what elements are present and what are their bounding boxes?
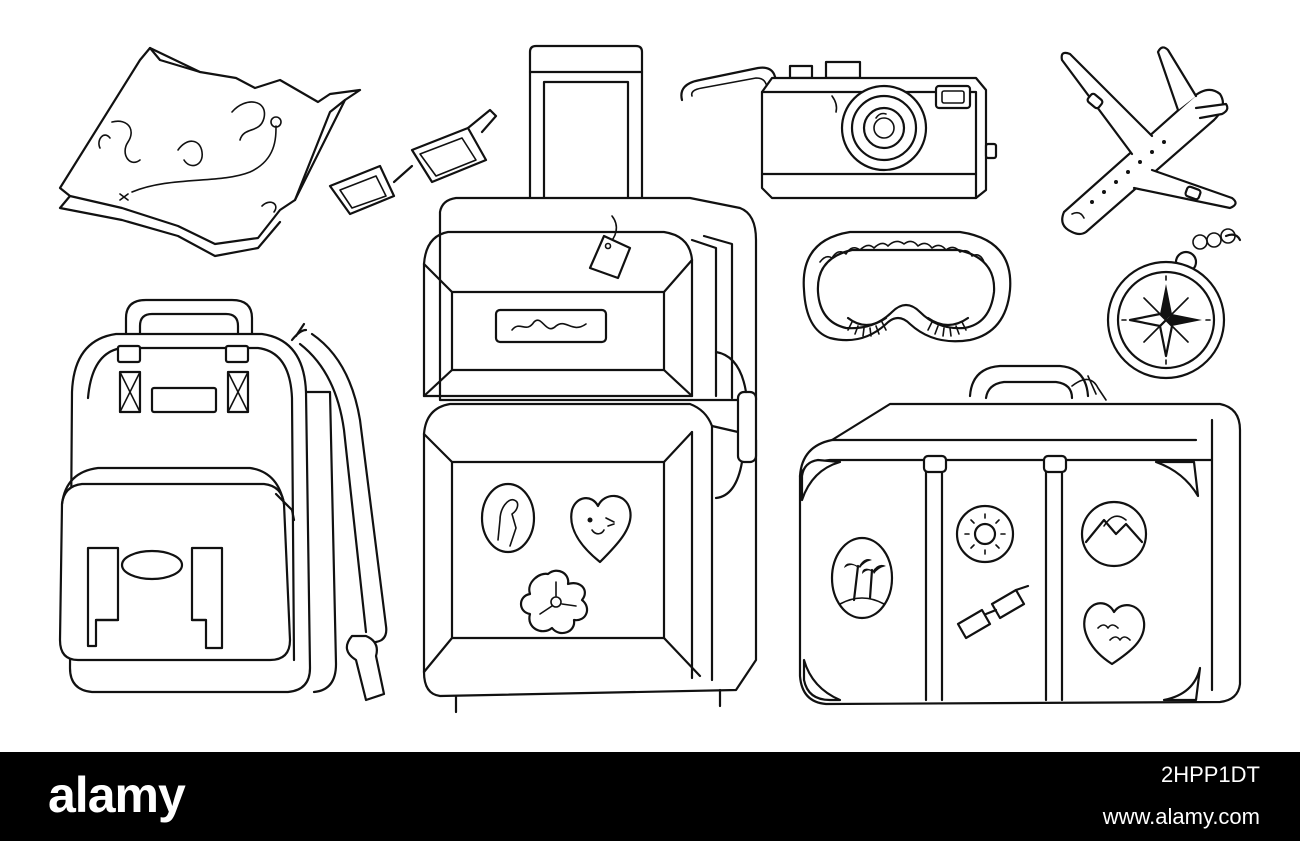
camera-icon xyxy=(681,62,996,198)
image-id: 2HPP1DT xyxy=(1160,762,1260,787)
watermark-bar: alamy 2HPP1DT www.alamy.com xyxy=(0,752,1300,841)
suitcase-icon xyxy=(800,366,1240,704)
glasses-icon xyxy=(330,110,496,214)
airplane-icon xyxy=(1062,47,1236,234)
map-icon xyxy=(60,48,360,256)
compass-icon xyxy=(1108,229,1240,378)
trolley-luggage-icon xyxy=(424,46,756,712)
sleep-mask-icon xyxy=(804,232,1011,341)
alamy-logo: alamy xyxy=(48,767,186,823)
site-url: www.alamy.com xyxy=(1102,804,1260,829)
backpack-icon xyxy=(60,300,386,700)
travel-illustration xyxy=(0,0,1300,752)
